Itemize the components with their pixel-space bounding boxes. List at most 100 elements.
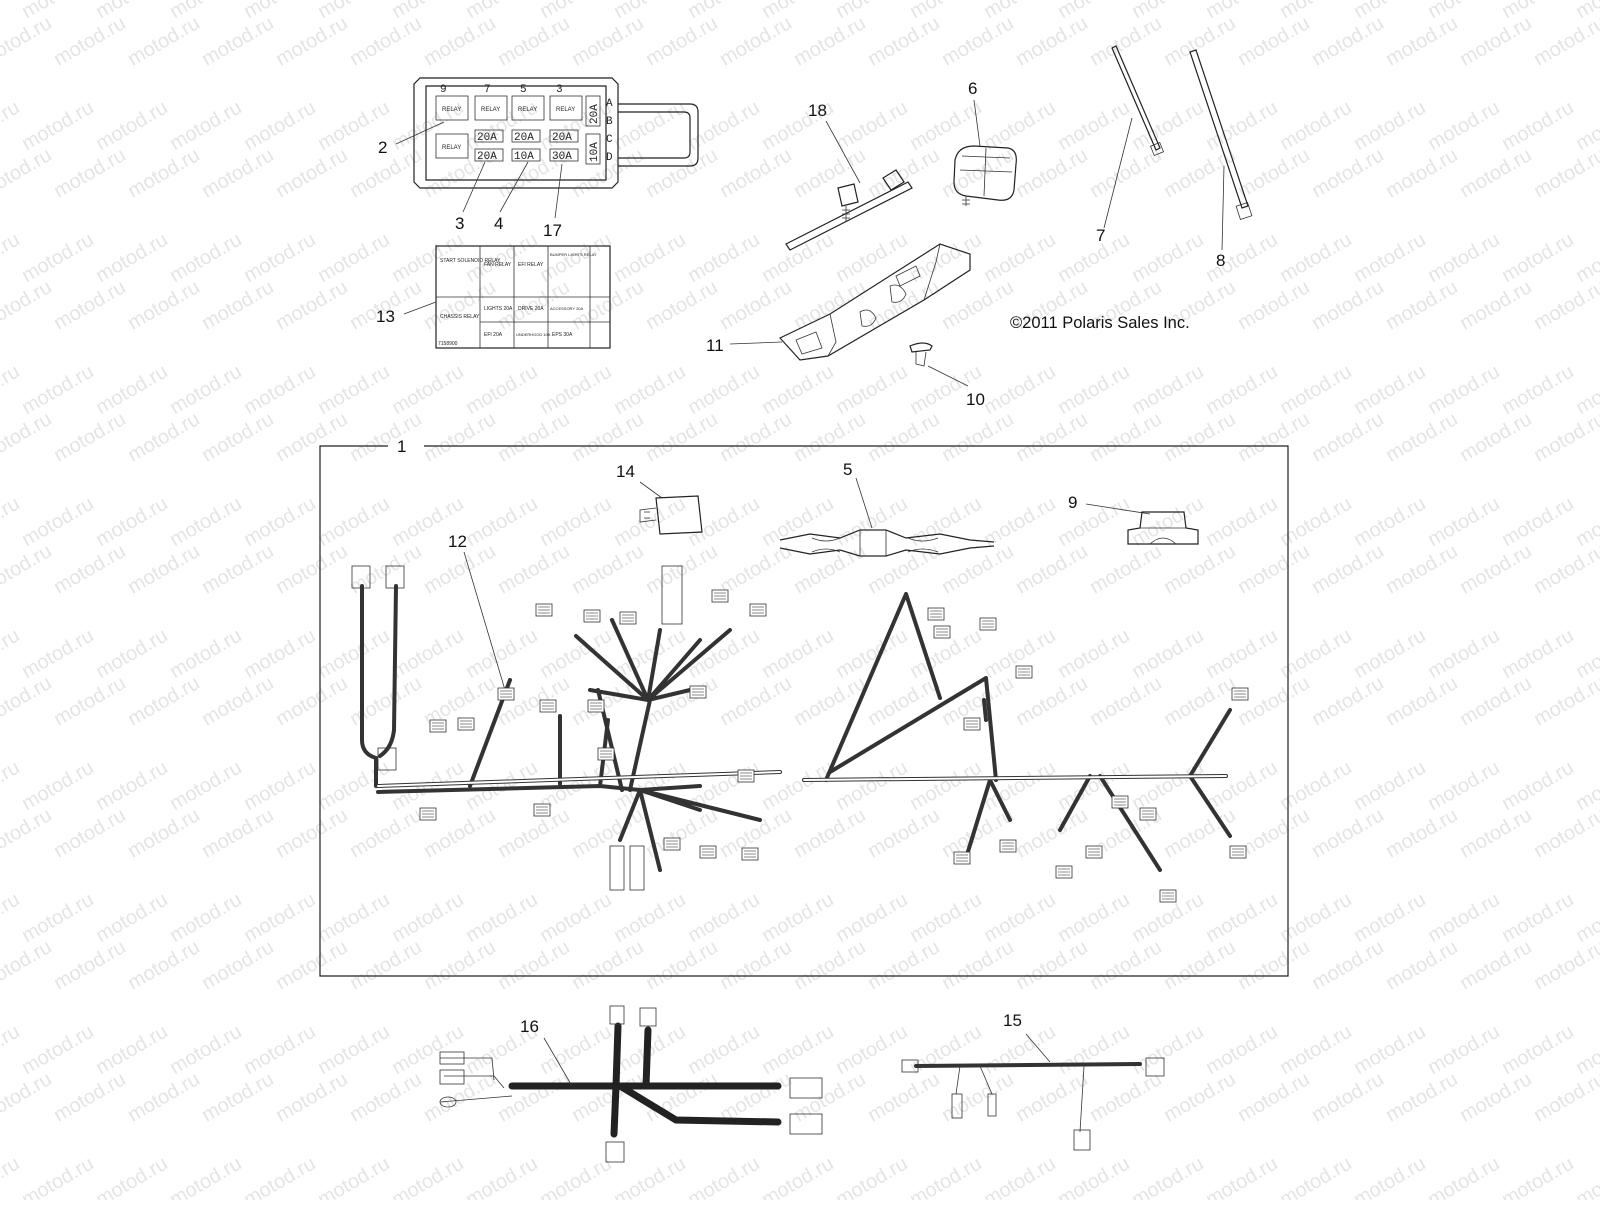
watermark-text: motod.ru <box>1054 493 1133 552</box>
watermark-text: motod.ru <box>716 672 795 731</box>
callout-18: 18 <box>808 101 827 120</box>
watermark-text: motod.ru <box>1308 408 1387 467</box>
decal-cell: DRIVE 20A <box>518 306 544 312</box>
watermark-text: motod.ru <box>1424 1021 1503 1080</box>
watermark-text: motod.ru <box>92 97 171 156</box>
watermark-text: motod.ru <box>1054 97 1133 156</box>
watermark-text: motod.ru <box>166 229 245 288</box>
watermark-text: motod.ru <box>198 1068 277 1127</box>
watermark-text: motod.ru <box>536 889 615 948</box>
watermark-text: motod.ru <box>1456 1068 1535 1127</box>
watermark-text: motod.ru <box>1530 804 1600 863</box>
watermark-text: motod.ru <box>758 1153 837 1200</box>
watermark-text: motod.ru <box>790 804 869 863</box>
watermark-text: motod.ru <box>240 97 319 156</box>
callout-10: 10 <box>966 390 985 409</box>
watermark-text: motod.ru <box>240 229 319 288</box>
watermark-text: motod.ru <box>166 889 245 948</box>
push-rivet <box>909 342 969 387</box>
watermark-text: motod.ru <box>388 889 467 948</box>
watermark-text: motod.ru <box>980 1153 1059 1200</box>
watermark-text: motod.ru <box>494 936 573 995</box>
watermark-text: motod.ru <box>166 757 245 816</box>
watermark-text: motod.ru <box>198 12 277 71</box>
decal-cell: START SOLENOID RELAY <box>440 258 501 264</box>
watermark-text: motod.ru <box>1086 540 1165 599</box>
watermark-text: motod.ru <box>166 625 245 684</box>
cable-tie-large <box>1189 49 1253 251</box>
watermark-text: motod.ru <box>1456 144 1535 203</box>
fuse-value: 10A <box>514 151 534 163</box>
watermark-text: motod.ru <box>1234 672 1313 731</box>
watermark-text: motod.ru <box>50 12 129 71</box>
watermark-text: motod.ru <box>1530 936 1600 995</box>
watermark-text: motod.ru <box>1350 757 1429 816</box>
watermark-text: motod.ru <box>1054 229 1133 288</box>
decal-cell: EPS 30A <box>552 332 573 338</box>
watermark-text: motod.ru <box>462 493 541 552</box>
watermark-text: motod.ru <box>568 540 647 599</box>
fuse-row-d: D <box>606 152 613 164</box>
harness-clip <box>1085 503 1199 545</box>
watermark-text: motod.ru <box>980 361 1059 420</box>
watermark-text: motod.ru <box>388 1153 467 1200</box>
watermark-text: motod.ru <box>684 889 763 948</box>
watermark-text: motod.ru <box>18 229 97 288</box>
watermark-text: motod.ru <box>642 276 721 335</box>
watermark-text: motod.ru <box>938 936 1017 995</box>
fuse-row-a: A <box>606 98 613 110</box>
watermark-text: motod.ru <box>240 889 319 948</box>
watermark-text: motod.ru <box>124 804 203 863</box>
watermark-text: motod.ru <box>790 540 869 599</box>
decal-cell: ACCESSORY 20A <box>550 306 584 311</box>
watermark-text: motod.ru <box>314 625 393 684</box>
watermark-text: motod.ru <box>1086 672 1165 731</box>
decal-cell: CHASSIS RELAY <box>440 314 480 320</box>
relay-label: RELAY <box>518 107 537 113</box>
watermark-text: motod.ru <box>758 889 837 948</box>
watermark-text: motod.ru <box>938 276 1017 335</box>
watermark-text: motod.ru <box>1012 804 1091 863</box>
watermark-text: motod.ru <box>684 1021 763 1080</box>
watermark-text: motod.ru <box>1424 889 1503 948</box>
watermark-text: motod.ru <box>1530 276 1600 335</box>
watermark-text: motod.ru <box>642 144 721 203</box>
watermark-text: motod.ru <box>1160 144 1239 203</box>
watermark-text: motod.ru <box>1498 361 1577 420</box>
watermark-text: motod.ru <box>684 229 763 288</box>
watermark-text: motod.ru <box>50 1068 129 1127</box>
watermark-text: motod.ru <box>124 276 203 335</box>
watermark-text: motod.ru <box>272 804 351 863</box>
watermark-text: motod.ru <box>1128 1021 1207 1080</box>
watermark-text: motod.ru <box>0 144 56 203</box>
watermark-text: motod.ru <box>536 361 615 420</box>
watermark-text: motod.ru <box>124 1068 203 1127</box>
watermark-text: motod.ru <box>1530 540 1600 599</box>
callout-7: 7 <box>1096 226 1105 245</box>
watermark-text: motod.ru <box>272 672 351 731</box>
watermark-text: motod.ru <box>610 1153 689 1200</box>
watermark-text: motod.ru <box>92 1153 171 1200</box>
watermark-text: motod.ru <box>832 97 911 156</box>
watermark-text: motod.ru <box>0 1068 56 1127</box>
watermark-text: motod.ru <box>864 1068 943 1127</box>
watermark-text: motod.ru <box>864 144 943 203</box>
watermark-text: motod.ru <box>716 144 795 203</box>
watermark-text: motod.ru <box>1350 1021 1429 1080</box>
watermark-text: motod.ru <box>716 276 795 335</box>
watermark-text: motod.ru <box>124 12 203 71</box>
watermark-text: motod.ru <box>642 12 721 71</box>
watermark-text: motod.ru <box>1012 1068 1091 1127</box>
watermark-text: motod.ru <box>568 804 647 863</box>
watermark-text: motod.ru <box>346 408 425 467</box>
relay-label: RELAY <box>442 145 461 151</box>
watermark-text: motod.ru <box>790 408 869 467</box>
watermark-text: motod.ru <box>1350 889 1429 948</box>
watermark-text: motod.ru <box>1308 540 1387 599</box>
watermark-text: motod.ru <box>1456 540 1535 599</box>
watermark-text: motod.ru <box>314 1021 393 1080</box>
watermark-text: motod.ru <box>92 757 171 816</box>
callout-2: 2 <box>378 138 387 157</box>
watermark-text: motod.ru <box>1498 97 1577 156</box>
